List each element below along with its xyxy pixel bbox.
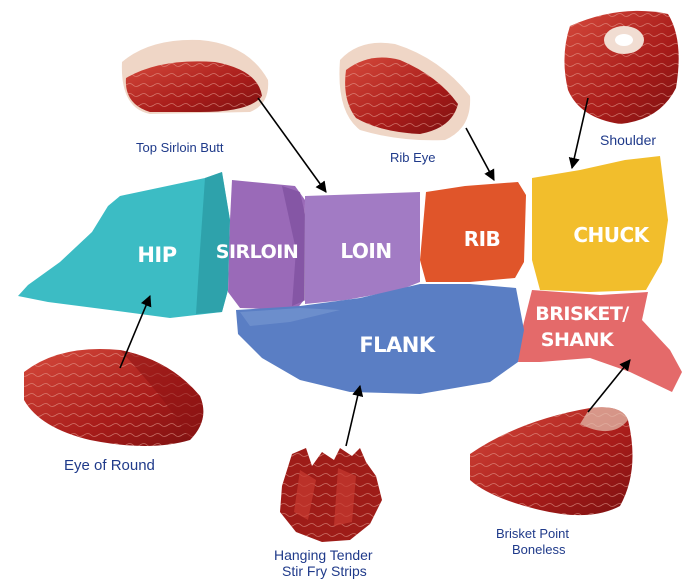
arrow-shoulder-to-chuck — [572, 98, 588, 168]
label-shoulder: Shoulder — [600, 132, 656, 148]
label-flank: FLANK — [359, 333, 436, 357]
label-rib-eye: Rib Eye — [390, 150, 436, 165]
label-brisket-point-line2: Boneless — [512, 542, 566, 557]
arrow-rib-eye-to-rib — [466, 128, 494, 180]
shoulder-image[interactable] — [564, 11, 678, 124]
label-top-sirloin-butt: Top Sirloin Butt — [136, 140, 224, 155]
label-brisket-line1: BRISKET/ — [535, 303, 629, 325]
label-chuck: CHUCK — [573, 223, 650, 247]
label-sirloin: SIRLOIN — [216, 241, 298, 263]
label-hanging-tender-line2: Stir Fry Strips — [282, 563, 367, 579]
label-brisket-point-line1: Brisket Point — [496, 526, 569, 541]
label-eye-of-round: Eye of Round — [64, 457, 155, 474]
label-loin: LOIN — [340, 239, 391, 263]
brisket-point-image[interactable] — [470, 407, 633, 515]
label-rib: RIB — [464, 227, 501, 251]
hanging-tender-image[interactable] — [280, 448, 382, 542]
arrow-brisket-point-to-brisket — [588, 360, 630, 412]
eye-of-round-image[interactable] — [24, 349, 203, 446]
rib-eye-image[interactable] — [339, 43, 470, 141]
arrow-hanging-tender-to-flank — [346, 386, 360, 446]
label-hip: HIP — [137, 243, 176, 267]
arrow-top-sirloin-to-loin — [258, 98, 326, 192]
label-hanging-tender-line1: Hanging Tender — [274, 547, 373, 563]
label-brisket-line2: SHANK — [541, 329, 615, 351]
top-sirloin-butt-image[interactable] — [122, 40, 268, 114]
